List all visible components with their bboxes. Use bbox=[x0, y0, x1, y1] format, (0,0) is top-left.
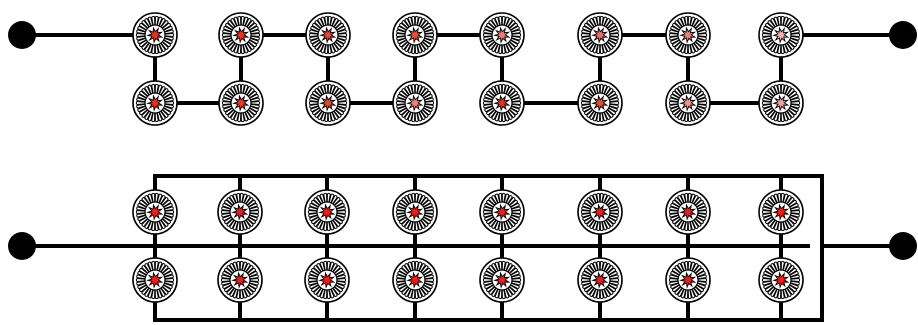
terminal-node bbox=[889, 232, 917, 260]
light-bulb-icon bbox=[392, 12, 438, 58]
light-bulb-icon bbox=[479, 257, 525, 303]
light-bulb-icon bbox=[577, 257, 623, 303]
light-bulb-icon bbox=[479, 80, 525, 126]
terminal-nodes bbox=[8, 21, 917, 260]
light-bulb-icon bbox=[305, 12, 351, 58]
light-bulb-icon bbox=[577, 189, 623, 235]
light-bulb-icon bbox=[758, 12, 804, 58]
light-bulb-icon bbox=[665, 189, 711, 235]
light-bulb-icon bbox=[577, 12, 623, 58]
light-bulb-icon bbox=[218, 80, 264, 126]
light-bulb-icon bbox=[392, 189, 438, 235]
light-bulb-icon bbox=[132, 257, 178, 303]
light-bulb-icon bbox=[665, 80, 711, 126]
light-bulb-icon bbox=[132, 80, 178, 126]
light-bulb-icon bbox=[665, 257, 711, 303]
light-bulb-icon bbox=[132, 12, 178, 58]
light-bulb-icon bbox=[218, 12, 264, 58]
light-bulb-icon bbox=[758, 257, 804, 303]
light-bulb-icon bbox=[392, 80, 438, 126]
light-bulb-icon bbox=[305, 80, 351, 126]
light-bulb-icon bbox=[304, 257, 350, 303]
light-bulb-icon bbox=[217, 189, 263, 235]
light-bulb-icon bbox=[758, 80, 804, 126]
light-bulb-icon bbox=[479, 12, 525, 58]
light-bulb-icon bbox=[577, 80, 623, 126]
terminal-node bbox=[889, 21, 917, 49]
light-bulb-icon bbox=[217, 257, 263, 303]
light-bulb-icon bbox=[665, 12, 711, 58]
light-bulb-icon bbox=[758, 189, 804, 235]
terminal-node bbox=[8, 21, 36, 49]
terminal-node bbox=[8, 232, 36, 260]
light-bulb-icon bbox=[479, 189, 525, 235]
light-bulb-icon bbox=[392, 257, 438, 303]
bulbs bbox=[132, 12, 804, 303]
light-bulb-icon bbox=[132, 189, 178, 235]
light-bulb-icon bbox=[304, 189, 350, 235]
